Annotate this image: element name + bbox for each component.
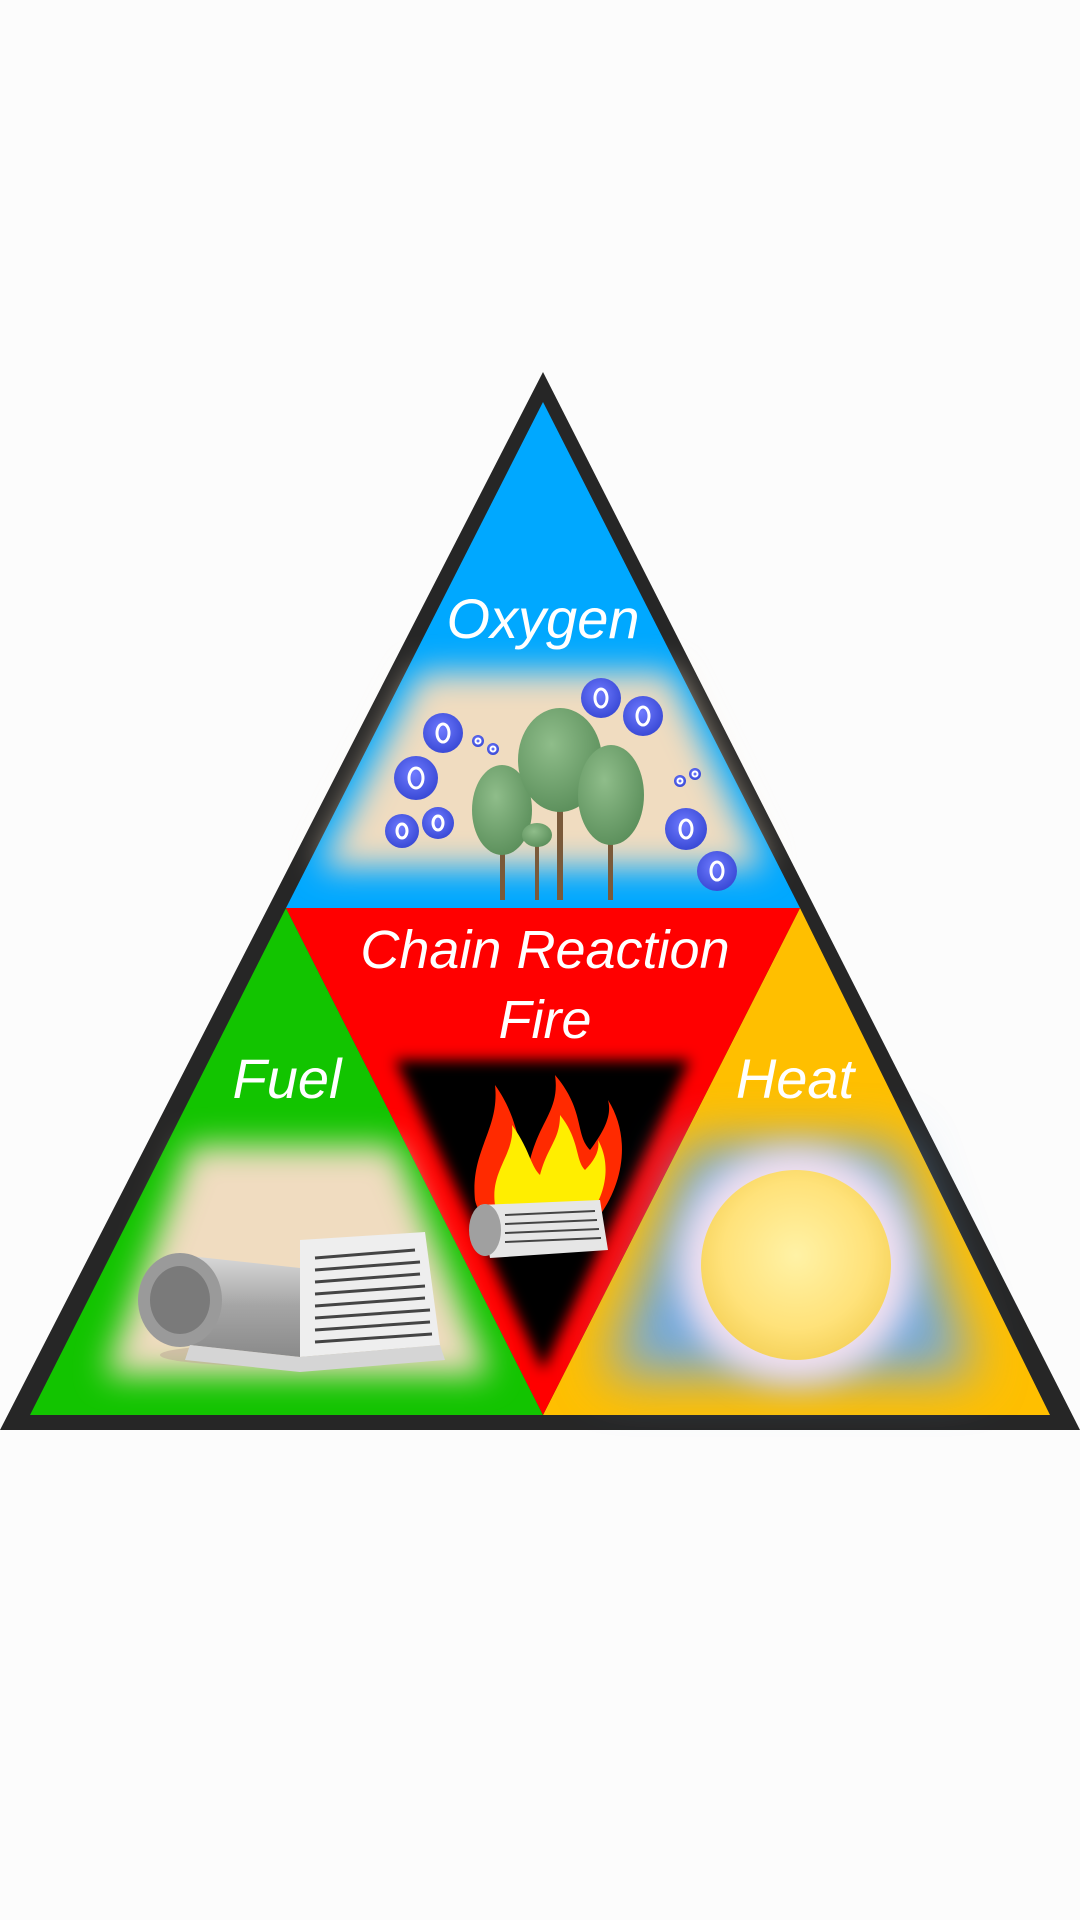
- oxygen-molecule-icon: [581, 678, 663, 736]
- newspaper-roll-icon: [138, 1232, 445, 1372]
- oxygen-molecule-icon: [385, 807, 454, 848]
- fuel-label: Fuel: [233, 1047, 343, 1110]
- heat-label: Heat: [736, 1047, 857, 1110]
- oxygen-molecule-icon: [472, 735, 499, 755]
- flame-icon: [474, 1075, 622, 1233]
- newspaper-roll-icon: [469, 1200, 608, 1258]
- oxygen-molecule-icon: [674, 768, 701, 787]
- tree-icon: [522, 823, 552, 900]
- tree-icon: [578, 745, 644, 900]
- chain-reaction-label: Chain Reaction: [360, 920, 729, 980]
- oxygen-molecule-icon: [394, 713, 463, 800]
- tree-icon: [472, 765, 532, 900]
- oxygen-label: Oxygen: [447, 587, 640, 650]
- sun-icon: [701, 1170, 891, 1360]
- fire-label: Fire: [499, 990, 592, 1050]
- oxygen-molecule-icon: [665, 808, 737, 891]
